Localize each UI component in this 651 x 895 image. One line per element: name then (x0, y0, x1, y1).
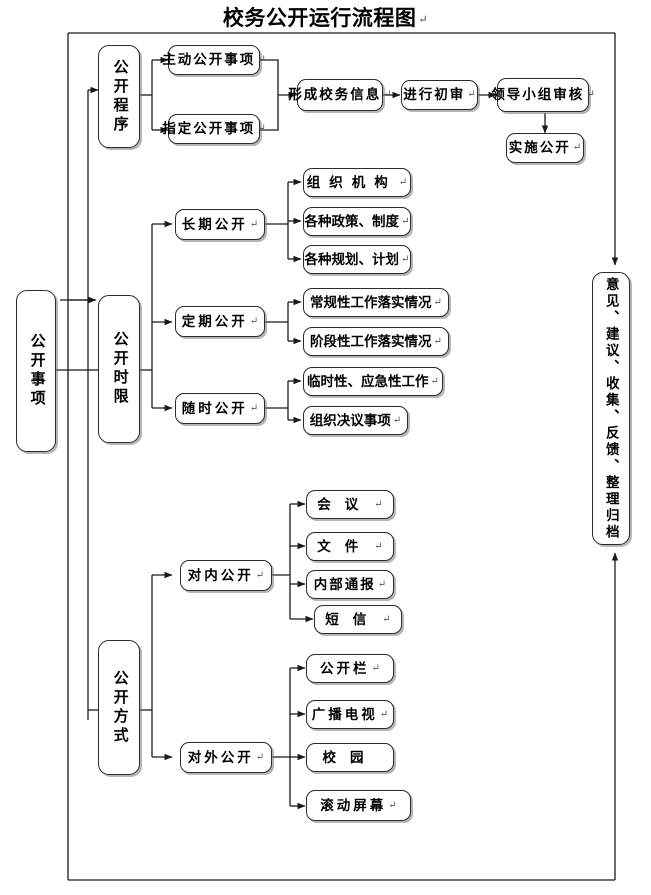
node-time-regular[interactable]: 定期公开↵ (175, 306, 265, 337)
node-external-1[interactable]: 公开栏↵ (306, 654, 394, 683)
node-method-external[interactable]: 对外公开↵ (180, 742, 272, 773)
node-long-3[interactable]: 各种规划、计划↵ (303, 245, 411, 274)
paragraph-mark: ↵ (433, 296, 442, 308)
node-time-long[interactable]: 长期公开↵ (175, 209, 265, 240)
paragraph-mark: ↵ (398, 176, 408, 188)
node-long-2[interactable]: 各种政策、制度↵ (303, 207, 411, 236)
node-long-3-label: 各种规划、计划 (304, 251, 400, 267)
paragraph-mark: ↵ (377, 578, 387, 590)
paragraph-mark: ↵ (382, 613, 391, 625)
node-proc-designated-label: 指定公开事项 (162, 121, 256, 137)
node-anytime-1-label: 临时性、应急性工作 (307, 373, 429, 389)
node-internal-1-label: 会议 (317, 496, 373, 512)
node-external-4-label: 滚动屏幕 (320, 797, 387, 813)
paragraph-mark: ↵ (257, 123, 266, 135)
node-regular-1-label: 常规性工作落实情况 (310, 294, 432, 310)
paragraph-mark: ↵ (379, 708, 389, 720)
node-external-1-label: 公开栏 (320, 660, 370, 676)
node-long-1-label: 组织机构 (306, 174, 397, 190)
node-proc-review[interactable]: 进行初审↵ (401, 80, 478, 110)
node-time-long-label: 长期公开 (181, 216, 248, 232)
node-proc-review-label: 进行初审 (403, 87, 466, 103)
paragraph-mark: ↵ (371, 662, 380, 674)
page-title-text: 校务公开运行流程图 (222, 6, 417, 30)
node-regular-2[interactable]: 阶段性工作落实情况↵ (303, 327, 449, 356)
paragraph-mark: ↵ (249, 218, 259, 230)
node-proc-leader[interactable]: 领导小组审核↵ (491, 78, 595, 112)
page-title: 校务公开运行流程图↵ (0, 2, 651, 32)
node-root[interactable]: 公开事项 (16, 290, 56, 452)
paragraph-mark: ↵ (418, 14, 429, 26)
paragraph-mark: ↵ (433, 335, 442, 347)
node-timelimit[interactable]: 公开时限 (98, 295, 140, 443)
paragraph-mark: ↵ (255, 751, 265, 763)
node-procedure-label: 公开程序 (111, 58, 128, 135)
paragraph-mark: ↵ (430, 375, 439, 387)
node-time-anytime[interactable]: 随时公开↵ (175, 393, 265, 424)
node-method-label: 公开方式 (111, 669, 128, 746)
paragraph-mark: ↵ (374, 498, 383, 510)
node-long-1[interactable]: 组织机构↵ (303, 168, 411, 197)
node-proc-form[interactable]: 形成校务信息↵ (288, 79, 392, 111)
node-method-internal[interactable]: 对内公开↵ (180, 560, 272, 591)
node-internal-1[interactable]: 会议↵ (306, 490, 394, 519)
node-anytime-2-label: 组织决议事项 (309, 412, 391, 428)
paragraph-mark: ↵ (392, 414, 402, 426)
paragraph-mark: ↵ (467, 89, 476, 101)
node-time-regular-label: 定期公开 (181, 313, 248, 329)
node-proc-leader-label: 领导小组审核 (491, 87, 585, 103)
paragraph-mark: ↵ (572, 142, 582, 154)
node-method-internal-label: 对内公开 (187, 567, 254, 583)
node-internal-2[interactable]: 文件↵ (306, 532, 394, 561)
node-feedback[interactable]: 意见、建议、收集、反馈、整理归档 (592, 272, 630, 545)
node-external-3-label: 校园 (322, 749, 378, 765)
paragraph-mark: ↵ (401, 215, 410, 227)
paragraph-mark: ↵ (249, 402, 259, 414)
node-procedure[interactable]: 公开程序 (98, 45, 140, 148)
paragraph-mark: ↵ (255, 569, 265, 581)
node-proc-publish[interactable]: 实施公开↵ (506, 133, 584, 163)
node-external-2[interactable]: 广播电视↵ (306, 700, 394, 729)
paragraph-mark: ↵ (401, 253, 410, 265)
node-internal-2-label: 文件 (317, 538, 373, 554)
node-anytime-1[interactable]: 临时性、应急性工作↵ (303, 367, 443, 396)
node-proc-form-label: 形成校务信息 (288, 87, 382, 103)
node-regular-2-label: 阶段性工作落实情况 (310, 333, 432, 349)
node-long-2-label: 各种政策、制度 (304, 213, 400, 229)
node-anytime-2[interactable]: 组织决议事项↵ (303, 406, 408, 435)
node-feedback-label: 意见、建议、收集、反馈、整理归档 (603, 276, 619, 541)
node-external-2-label: 广播电视 (311, 706, 378, 722)
node-root-label: 公开事项 (28, 333, 45, 409)
paragraph-mark: ↵ (249, 315, 259, 327)
node-proc-publish-label: 实施公开 (508, 140, 571, 156)
paragraph-mark: ↵ (374, 540, 383, 552)
paragraph-mark: ↵ (257, 54, 266, 66)
paragraph-mark: ↵ (586, 89, 595, 101)
node-regular-1[interactable]: 常规性工作落实情况↵ (303, 288, 449, 317)
node-method[interactable]: 公开方式 (98, 640, 140, 775)
node-timelimit-label: 公开时限 (111, 331, 128, 407)
node-proc-designated[interactable]: 指定公开事项↵ (162, 114, 266, 144)
node-proc-active-label: 主动公开事项 (162, 52, 256, 68)
node-time-anytime-label: 随时公开 (181, 400, 248, 416)
node-proc-active[interactable]: 主动公开事项↵ (162, 45, 266, 75)
node-method-external-label: 对外公开 (187, 749, 254, 765)
node-internal-3-label: 内部通报 (313, 576, 376, 592)
node-internal-4[interactable]: 短信↵ (314, 605, 402, 634)
paragraph-mark: ↵ (383, 89, 392, 101)
node-internal-4-label: 短信 (325, 611, 381, 627)
node-internal-3[interactable]: 内部通报↵ (306, 570, 394, 599)
node-external-4[interactable]: 滚动屏幕↵ (306, 790, 411, 821)
paragraph-mark: ↵ (388, 799, 397, 811)
node-external-3[interactable]: 校园 (306, 743, 394, 772)
